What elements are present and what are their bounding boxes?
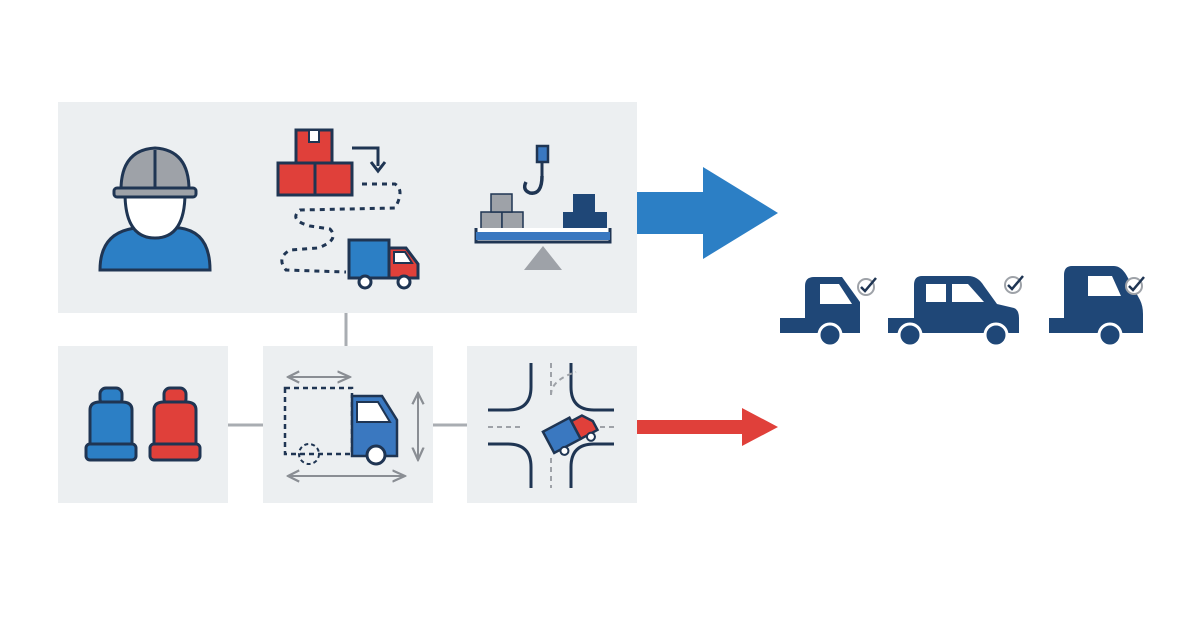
- check-badge-icon: [857, 277, 877, 296]
- vehicle-1: [780, 277, 877, 348]
- box-truck-icon: [1049, 266, 1143, 348]
- check-badge-icon: [1004, 275, 1024, 294]
- car-seats-icon: [84, 386, 202, 462]
- worker-hardhat-icon: [98, 146, 212, 272]
- small-red-arrow-icon: [637, 408, 778, 446]
- top-panel: [58, 102, 637, 313]
- large-blue-arrow-icon: [637, 167, 778, 259]
- dimensions-panel-background: [263, 346, 433, 503]
- check-badge-icon: [1125, 276, 1145, 295]
- vehicle-3: [1049, 266, 1145, 348]
- bottom-panel-dimensions: [263, 346, 433, 503]
- vehicle-2: [888, 275, 1024, 348]
- pickup-truck-icon: [888, 276, 1019, 348]
- bottom-panel-seats: [58, 346, 228, 503]
- seats-panel-background: [58, 346, 228, 503]
- intersection-turn-icon: [488, 363, 614, 488]
- truck-dimensions-icon: [283, 377, 418, 476]
- panel-connectors: [228, 313, 467, 427]
- bottom-panel-intersection: [467, 346, 637, 503]
- flatbed-truck-icon: [780, 277, 860, 348]
- boxes-route-truck-icon: [276, 128, 420, 290]
- crane-hook-balance-icon: [474, 144, 612, 270]
